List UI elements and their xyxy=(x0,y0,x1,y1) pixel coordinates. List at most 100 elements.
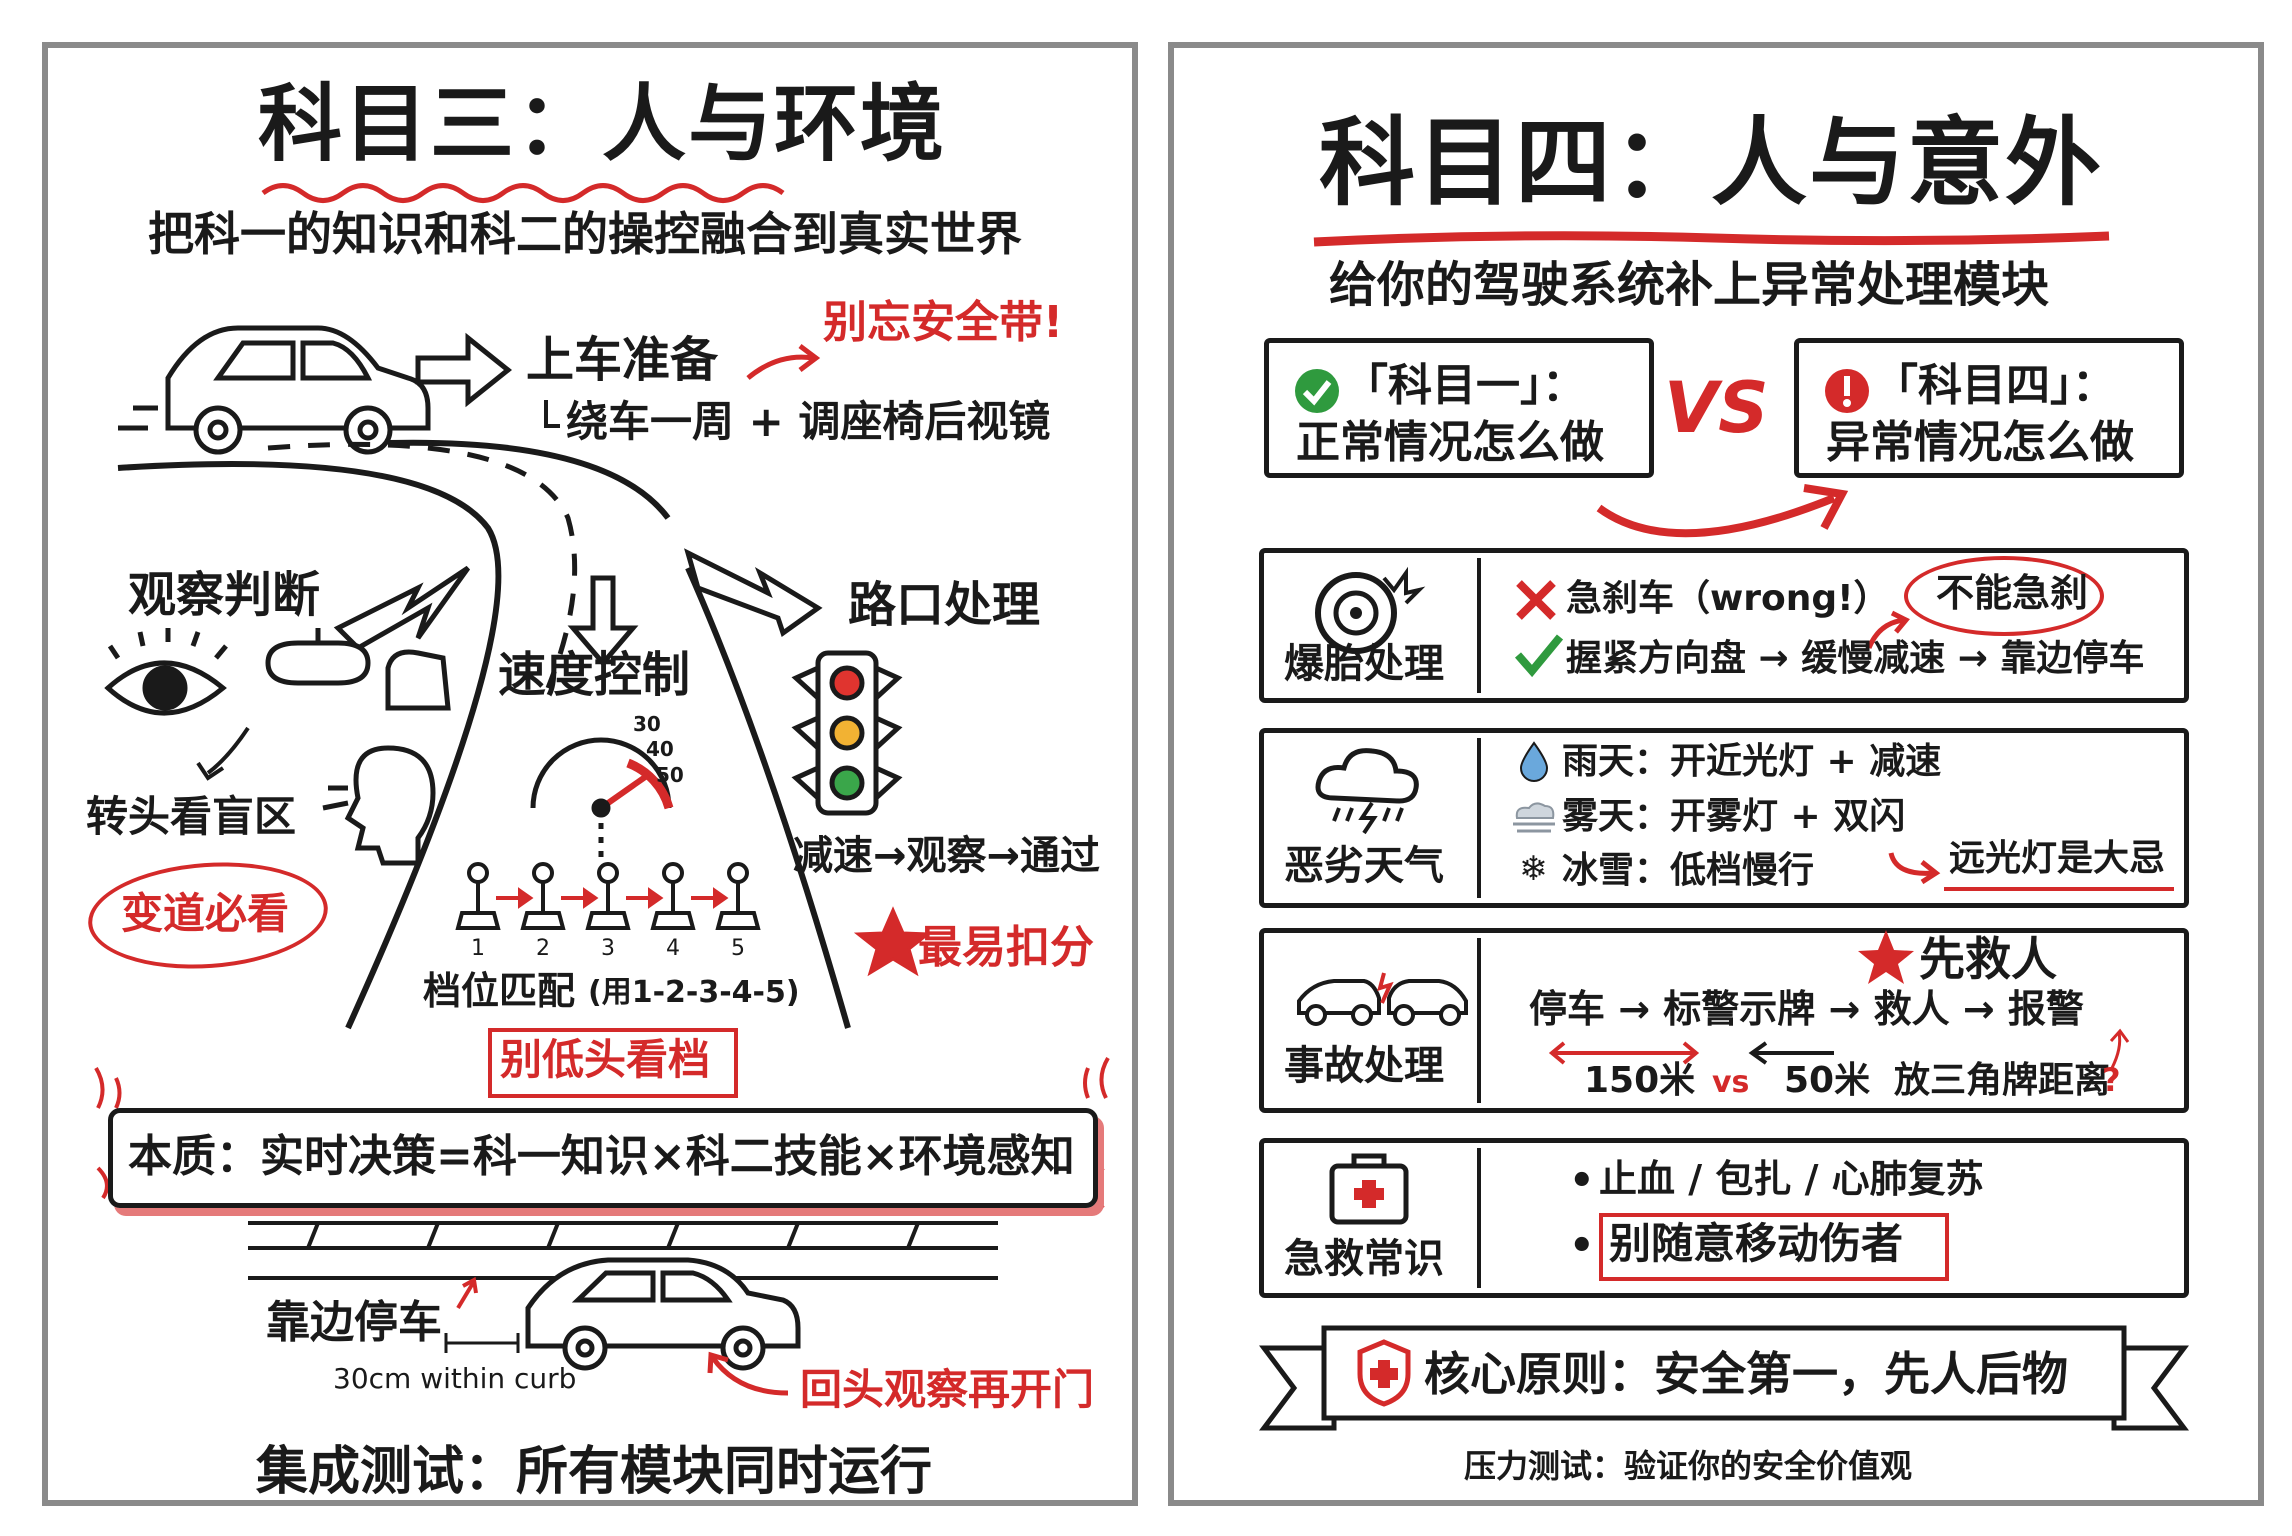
accident-d2-note: 放三角牌距离 xyxy=(1894,1060,2111,1101)
essence-text: 本质：实时决策=科一知识×科二技能×环境感知 xyxy=(128,1131,1075,1182)
left-footer: 集成测试：所有模块同时运行 xyxy=(256,1442,933,1502)
first-aid-kit-icon xyxy=(1329,1153,1409,1225)
prep-label: 上车准备 xyxy=(526,332,719,388)
gauge-tick-50: 50 xyxy=(656,763,684,787)
weather-fog: 雾天：开雾灯 + 双闪 xyxy=(1562,796,1906,837)
arrow-down-icon xyxy=(567,575,639,667)
distance-arrows xyxy=(1548,1028,2130,1069)
observe-label: 观察判断 xyxy=(128,567,321,623)
car-top-icon xyxy=(118,325,431,455)
gauge-tick-40: 40 xyxy=(646,737,674,761)
left-card-subject-three: 科目三：人与环境 把科一的知识和科二的操控融合到真实世界 xyxy=(42,42,1138,1506)
park-label: 靠边停车 xyxy=(266,1297,442,1348)
tire-label: 爆胎处理 xyxy=(1284,641,1444,687)
traffic-light-icon xyxy=(791,650,903,816)
check-icon xyxy=(1514,634,1564,678)
road-illustration xyxy=(94,325,1110,1396)
tire-badge: 不能急刹 xyxy=(1936,571,2089,615)
alert-circle-icon xyxy=(1825,369,1869,413)
firstaid-bullet-2: • xyxy=(1569,1223,1595,1269)
firstaid-item1: 止血 / 包扎 / 心肺复苏 xyxy=(1599,1157,1984,1201)
junction-steps: 减速→观察→通过 xyxy=(793,833,1101,879)
tire-badge-ellipse xyxy=(1904,556,2104,636)
tire-red-arrow xyxy=(1866,610,1910,650)
park-note: 回头观察再开门 xyxy=(800,1365,1095,1414)
compare-right-box xyxy=(1794,338,2184,478)
accident-question: ? xyxy=(2102,1061,2121,1099)
arrow-left-icon xyxy=(333,565,471,652)
cross-icon xyxy=(1516,580,1556,620)
left-subtitle: 把科一的知识和科二的操控融合到真实世界 xyxy=(148,207,1022,261)
mirror-icon xyxy=(265,628,451,711)
gear-note: (用1-2-3-4-5) xyxy=(588,975,800,1010)
gear-shift-icons xyxy=(455,862,761,930)
firstaid-item2: 别随意移动伤者 xyxy=(1609,1219,1904,1268)
tire-wrong: 急刹车（wrong!） xyxy=(1566,578,1890,619)
right-subtitle: 给你的驾驶系统补上异常处理模块 xyxy=(1329,257,2050,313)
weather-note: 远光灯是大忌 xyxy=(1949,838,2166,879)
banner-text: 核心原则：安全第一，先人后物 xyxy=(1424,1347,2068,1401)
compare-left-box xyxy=(1264,338,1654,478)
left-title: 科目三：人与环境 xyxy=(258,75,947,173)
head-turn-icon xyxy=(322,745,436,866)
tire-icon xyxy=(1315,566,1426,654)
snowflake-icon: ❄ xyxy=(1519,849,1548,889)
gear-number-2: 2 xyxy=(536,936,550,961)
junction-warn: 最易扣分 xyxy=(918,922,1094,973)
eye-icon xyxy=(104,628,228,716)
speed-label: 速度控制 xyxy=(498,647,691,703)
weather-red-arrow xyxy=(1888,852,1941,885)
firstaid-label: 急救常识 xyxy=(1284,1236,1444,1282)
accident-section xyxy=(1259,928,2189,1113)
check-circle-icon xyxy=(1295,369,1339,413)
prep-arrow-icon xyxy=(415,332,513,408)
essence-box xyxy=(108,1108,1098,1208)
star-icon xyxy=(853,906,933,977)
accident-star: 先救人 xyxy=(1919,932,2057,986)
parked-car-icon xyxy=(525,1257,801,1371)
gear-number-3: 3 xyxy=(601,936,615,961)
firstaid-section xyxy=(1259,1138,2189,1298)
observe-badge: 变道必看 xyxy=(121,889,290,938)
gauge-tick-30: 30 xyxy=(633,712,661,736)
tire-section xyxy=(1259,548,2189,703)
speed-warn: 别低头看档 xyxy=(500,1035,711,1084)
title-underline-squiggle xyxy=(261,183,785,203)
gear-label: 档位匹配 xyxy=(423,969,576,1013)
accident-vs: vs xyxy=(1712,1065,1750,1100)
section-dividers xyxy=(1477,558,1481,1288)
firstaid-item2-box xyxy=(1599,1213,1949,1281)
junction-label: 路口处理 xyxy=(848,577,1041,633)
compare-right-title: 「科目四」： xyxy=(1874,360,2116,411)
compare-vs: VS xyxy=(1664,367,1769,449)
accident-star-icon xyxy=(1858,930,1914,984)
right-card-subject-four: 科目四：人与意外 给你的驾驶系统补上异常处理模块 「科目一」： 正常情况怎么做 … xyxy=(1168,42,2264,1506)
firstaid-bullet-1: • xyxy=(1569,1158,1595,1204)
speed-warn-box xyxy=(488,1028,738,1098)
right-title-underline xyxy=(1313,231,2110,247)
accident-d1: 150米 xyxy=(1584,1060,1696,1101)
weather-snow: 冰雪：低档慢行 xyxy=(1562,850,1815,891)
compare-right-desc: 异常情况怎么做 xyxy=(1826,417,2134,468)
gear-number-1: 1 xyxy=(471,936,485,961)
gear-number-4: 4 xyxy=(666,936,680,961)
ribbon-banner xyxy=(1259,1325,2189,1431)
compare-left-desc: 正常情况怎么做 xyxy=(1296,417,1604,468)
observe-sub: 转头看盲区 xyxy=(86,792,297,841)
weather-note-underline xyxy=(1944,887,2174,891)
accident-steps: 停车 → 标警示牌 → 救人 → 报警 xyxy=(1529,987,2084,1031)
car-crash-icon xyxy=(1297,972,1468,1026)
right-title: 科目四：人与意外 xyxy=(1319,107,2103,219)
accident-d2: 50米 xyxy=(1784,1060,1871,1101)
accident-label: 事故处理 xyxy=(1284,1043,1444,1089)
park-distance: 30cm within curb xyxy=(333,1362,577,1395)
storm-cloud-icon xyxy=(1315,748,1419,835)
fog-icon xyxy=(1513,802,1555,833)
weather-rain: 雨天：开近光灯 + 减速 xyxy=(1562,741,1942,782)
right-footer: 压力测试：验证你的安全价值观 xyxy=(1464,1447,1913,1485)
shield-cross-icon xyxy=(1357,1339,1411,1407)
prep-detail: 绕车一周 + 调座椅后视镜 xyxy=(566,397,1051,446)
gear-number-5: 5 xyxy=(731,936,745,961)
compare-left-title: 「科目一」： xyxy=(1344,360,1586,411)
arrow-right-icon xyxy=(684,548,823,638)
